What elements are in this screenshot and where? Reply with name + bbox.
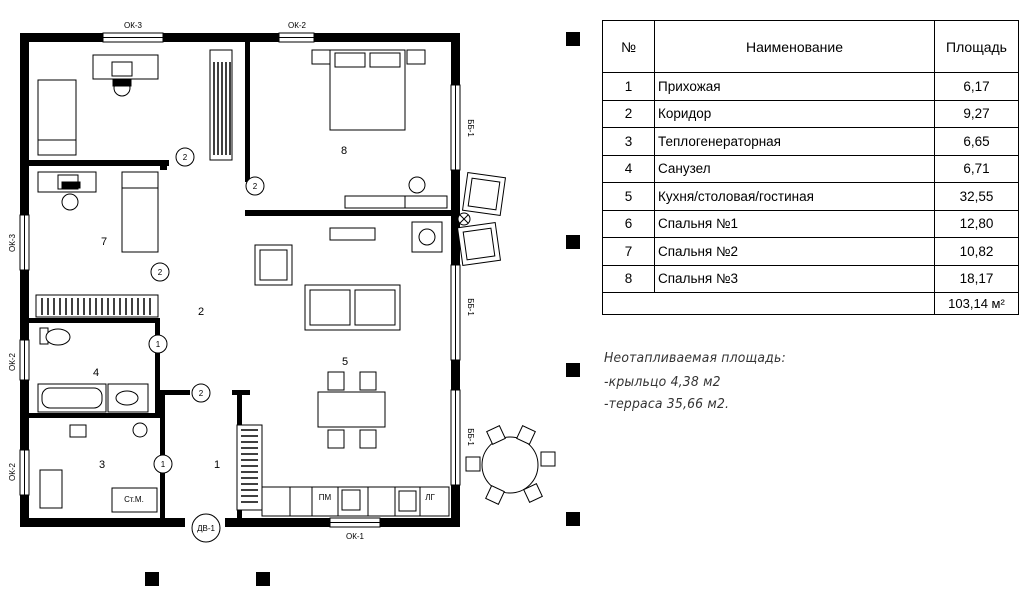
marker-square <box>256 572 270 586</box>
porch-area-note: -крыльцо 4,38 м2 <box>604 374 721 390</box>
row-area: 32,55 <box>934 182 1019 211</box>
total-blank <box>602 292 655 315</box>
marker-square <box>566 235 580 249</box>
window-label: ББ-1 <box>466 428 475 446</box>
header-num: № <box>602 20 655 73</box>
door-tag-label: 1 <box>156 340 161 349</box>
total-blank <box>654 292 935 315</box>
room-number: 1 <box>214 459 220 471</box>
room-number: 5 <box>342 356 348 368</box>
marker-square <box>566 32 580 46</box>
kitchen-counter <box>261 486 450 517</box>
row-name: Теплогенераторная <box>654 127 935 156</box>
terrace-area-note: -терраса 35,66 м2. <box>604 396 730 412</box>
row-area: 10,82 <box>934 237 1019 266</box>
header-name: Наименование <box>654 20 935 73</box>
row-name: Коридор <box>654 99 935 128</box>
marker-square <box>566 512 580 526</box>
row-num: 8 <box>602 264 655 293</box>
row-num: 6 <box>602 209 655 238</box>
dishwasher-label: ПМ <box>319 493 332 502</box>
door-tags <box>148 147 265 543</box>
window-label: ОК-3 <box>124 21 143 30</box>
row-area: 12,80 <box>934 209 1019 238</box>
window-label: ББ-1 <box>466 119 475 137</box>
door-tag-label: 1 <box>161 460 166 469</box>
bedroom-7-furniture <box>37 171 159 253</box>
table-header-row: № Наименование Площадь <box>602 20 1019 73</box>
floor-plan: 2 2 2 1 2 1 ДВ-1 1 2 3 4 5 7 8 ОК-3 ОК-2… <box>8 21 556 586</box>
row-name: Санузел <box>654 154 935 183</box>
window-label: ОК-1 <box>346 532 365 541</box>
row-name: Кухня/столовая/гостиная <box>654 182 935 211</box>
header-area: Площадь <box>934 20 1019 73</box>
living-room-furniture <box>254 221 443 449</box>
window-labels: ОК-3 ОК-2 ОК-3 ОК-2 ОК-2 ОК-1 ББ-1 ББ-1 … <box>8 21 475 541</box>
terrace-furniture <box>456 171 556 505</box>
row-area: 6,65 <box>934 127 1019 156</box>
row-name: Спальня №2 <box>654 237 935 266</box>
window-label: ОК-2 <box>288 21 307 30</box>
door-tag-label: 2 <box>158 268 163 277</box>
room-numbers: 1 2 3 4 5 7 8 <box>93 145 348 471</box>
unheated-area-title: Неотапливаемая площадь: <box>604 350 786 366</box>
row-area: 18,17 <box>934 264 1019 293</box>
bedroom-8-furniture <box>311 49 448 209</box>
row-name: Спальня №3 <box>654 264 935 293</box>
door-tag-label: 2 <box>253 182 258 191</box>
door-tag-label: 2 <box>183 153 188 162</box>
room-number: 7 <box>101 236 107 248</box>
total-area: 103,14 м² <box>934 292 1019 315</box>
door-tag-label: 2 <box>199 389 204 398</box>
entry-door-label: ДВ-1 <box>197 524 215 533</box>
window-label: ОК-3 <box>8 233 17 252</box>
window-label: ОК-2 <box>8 352 17 371</box>
row-num: 7 <box>602 237 655 266</box>
window-label: ББ-1 <box>466 298 475 316</box>
row-num: 5 <box>602 182 655 211</box>
window-label: ОК-2 <box>8 462 17 481</box>
room-number: 2 <box>198 306 204 318</box>
windows <box>19 32 461 528</box>
table-total-row: 103,14 м² <box>602 292 1019 315</box>
row-area: 6,17 <box>934 72 1019 101</box>
room-number: 8 <box>341 145 347 157</box>
gas-stove-label: ЛГ <box>425 493 435 502</box>
row-num: 1 <box>602 72 655 101</box>
row-area: 6,71 <box>934 154 1019 183</box>
room-number: 4 <box>93 367 99 379</box>
washing-machine-label: Ст.М. <box>124 495 144 504</box>
row-num: 4 <box>602 154 655 183</box>
bedroom-top-left-furniture <box>37 54 159 156</box>
bathroom-fixtures <box>37 327 149 413</box>
row-name: Прихожая <box>654 72 935 101</box>
row-name: Спальня №1 <box>654 209 935 238</box>
room-number: 3 <box>99 459 105 471</box>
row-area: 9,27 <box>934 99 1019 128</box>
boiler-room-fixtures <box>39 422 158 513</box>
appliance-labels: Ст.М. ПМ ЛГ <box>124 493 435 504</box>
marker-square <box>145 572 159 586</box>
row-num: 2 <box>602 99 655 128</box>
row-num: 3 <box>602 127 655 156</box>
wardrobe-hatching <box>41 62 258 503</box>
marker-square <box>566 363 580 377</box>
door-tag-labels: 2 2 2 1 2 1 ДВ-1 <box>156 153 258 533</box>
